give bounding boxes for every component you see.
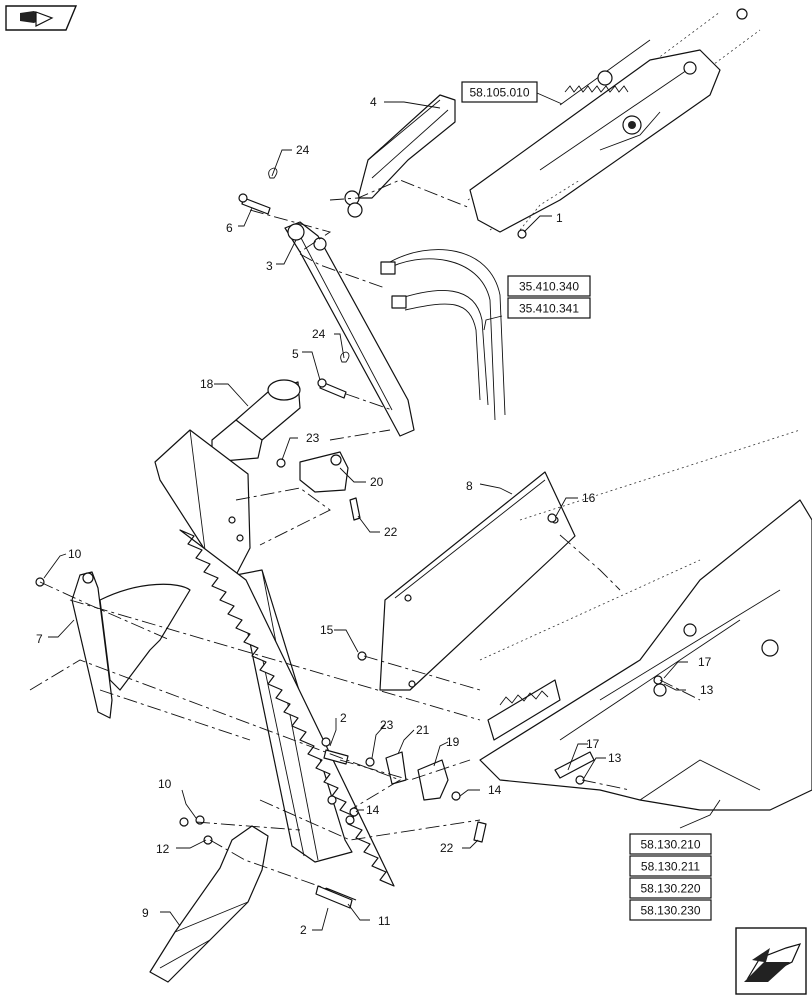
right-frame-assembly [479, 429, 812, 811]
callout-22: 22 [440, 841, 454, 855]
callout-24: 24 [312, 327, 326, 341]
svg-text:58.130.211: 58.130.211 [641, 860, 700, 874]
callout-10: 10 [68, 547, 82, 561]
callout-labels: 1 2 2 3 4 5 6 7 8 9 10 10 11 12 13 13 14… [36, 95, 714, 937]
callout-17: 17 [698, 655, 712, 669]
callout-14: 14 [488, 783, 502, 797]
callout-2: 2 [300, 923, 307, 937]
callout-20: 20 [370, 475, 384, 489]
callout-24: 24 [296, 143, 310, 157]
callout-23: 23 [306, 431, 320, 445]
callout-22: 22 [384, 525, 398, 539]
callout-4: 4 [370, 95, 377, 109]
leader-lines [43, 92, 721, 931]
assembly-lines [29, 179, 701, 891]
cutter-bar [154, 429, 395, 887]
callout-7: 7 [36, 632, 43, 646]
callout-1: 1 [556, 211, 563, 225]
part-8-cover [379, 471, 576, 691]
reference-link-58130210[interactable]: 58.130.210 [629, 833, 712, 855]
svg-text:35.410.341: 35.410.341 [519, 302, 579, 316]
callout-15: 15 [320, 623, 334, 637]
callout-14: 14 [366, 803, 380, 817]
reference-link-35410340[interactable]: 35.410.340 [507, 275, 591, 297]
callout-13: 13 [608, 751, 622, 765]
callout-5: 5 [292, 347, 299, 361]
reference-link-58130211[interactable]: 58.130.211 [629, 855, 712, 877]
callout-10: 10 [158, 777, 172, 791]
part-3-link [284, 221, 415, 437]
next-page-arrow-icon[interactable] [735, 927, 807, 995]
reference-link-58130220[interactable]: 58.130.220 [629, 877, 712, 899]
callout-19: 19 [446, 735, 460, 749]
part-7-plate [71, 571, 191, 719]
svg-text:58.105.010: 58.105.010 [469, 86, 529, 100]
part-4-bracket [344, 94, 456, 218]
callout-21: 21 [416, 723, 430, 737]
reference-link-58130230[interactable]: 58.130.230 [629, 899, 712, 921]
header-frame-assembly [467, 8, 761, 233]
callout-11: 11 [378, 914, 391, 928]
callout-13: 13 [700, 683, 714, 697]
part-9-shoe [149, 825, 269, 983]
svg-text:58.130.220: 58.130.220 [640, 882, 700, 896]
callout-6: 6 [226, 221, 233, 235]
callout-23: 23 [380, 718, 394, 732]
svg-text:58.130.230: 58.130.230 [640, 904, 700, 918]
callout-18: 18 [200, 377, 214, 391]
book-navigation-icon[interactable] [5, 5, 78, 31]
svg-text:58.130.210: 58.130.210 [640, 838, 700, 852]
reference-link-58105010[interactable]: 58.105.010 [461, 81, 538, 103]
callout-3: 3 [266, 259, 273, 273]
callout-2: 2 [340, 711, 347, 725]
svg-text:35.410.340: 35.410.340 [519, 280, 579, 294]
callout-17: 17 [586, 737, 600, 751]
callout-8: 8 [466, 479, 473, 493]
part-18-motor [211, 379, 301, 463]
callout-9: 9 [142, 906, 149, 920]
hydraulic-hoses [380, 249, 506, 421]
callout-16: 16 [582, 491, 596, 505]
reference-link-35410341[interactable]: 35.410.341 [507, 297, 591, 319]
callout-12: 12 [156, 842, 170, 856]
